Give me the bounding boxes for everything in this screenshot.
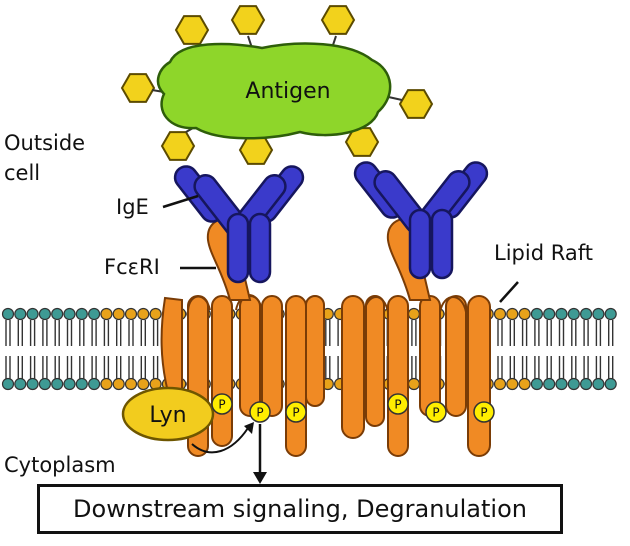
epitope-hexagon [344, 127, 380, 157]
epitope-hexagon [238, 135, 274, 165]
phosphate-group: P [285, 401, 307, 423]
lipid-molecule [112, 307, 125, 391]
lipid-molecule [592, 307, 605, 391]
lipid-molecule [567, 307, 580, 391]
phosphate-group: P [387, 393, 409, 415]
phosphate-label: P [256, 406, 263, 420]
lipid-molecule [518, 307, 531, 391]
lipid-molecule [579, 307, 593, 391]
lipid-molecule [543, 307, 556, 391]
lipid-molecule [493, 307, 507, 391]
signal-arrowhead [253, 472, 267, 484]
lipid-molecule [321, 307, 334, 391]
antigen-epitopes [120, 5, 434, 165]
lipid-molecule [1, 307, 15, 391]
outside-cell-label-line2: cell [4, 161, 41, 185]
lipid-molecule [14, 307, 27, 391]
lyn-kinase [121, 386, 215, 442]
lipid-molecule [506, 307, 519, 391]
lipid-molecule [124, 307, 138, 391]
epitope-hexagon [398, 89, 434, 119]
lipid-molecule [407, 307, 420, 391]
phosphate-label: P [394, 398, 401, 412]
phosphorylation-arrowhead [244, 422, 254, 434]
phosphate-label: P [432, 406, 439, 420]
phosphate-label: P [480, 406, 487, 420]
lipid-molecule [137, 307, 150, 391]
lyn-label: Lyn [149, 403, 186, 428]
cytoplasm-label: Cytoplasm [4, 453, 116, 477]
ige-leader-line [162, 194, 199, 209]
epitope-hexagon [230, 5, 266, 35]
lipid-molecule [51, 307, 64, 391]
lipid-molecule [63, 307, 76, 391]
epitope-hexagon [120, 73, 156, 103]
ige-label: IgE [116, 195, 149, 219]
downstream-signaling-label: Downstream signaling, Degranulation [73, 495, 527, 523]
lipid-molecule [75, 307, 88, 391]
lipid-raft-leader-line [499, 281, 519, 303]
phosphate-group: P [211, 393, 233, 415]
fceri-label: FcεRI [104, 255, 160, 279]
lipid-molecule [38, 307, 52, 391]
ige-antibody-left [173, 165, 305, 284]
outside-cell-label-line1: Outside [4, 131, 86, 155]
lipid-molecule [149, 307, 162, 391]
phosphate-group: P [249, 401, 271, 423]
ige-antibody-right [353, 161, 489, 280]
lipid-molecule [604, 307, 617, 391]
lipid-molecule [26, 307, 39, 391]
epitope-hexagon [320, 5, 356, 35]
lipid-raft-label: Lipid Raft [494, 241, 593, 265]
phosphorylation-arrow [191, 427, 249, 454]
receptor-right [341, 295, 491, 457]
lipid-molecule [555, 307, 568, 391]
antigen-blob [156, 42, 392, 140]
downstream-signaling-box: Downstream signaling, Degranulation [37, 484, 563, 534]
phosphate-group: P [473, 401, 495, 423]
lipid-molecule [87, 307, 101, 391]
antigen-label: Antigen [245, 79, 330, 104]
epitope-hexagon [174, 15, 210, 45]
lipid-molecule [530, 307, 544, 391]
lipid-molecule [100, 307, 113, 391]
phosphate-group: P [425, 401, 447, 423]
phosphate-label: P [218, 398, 225, 412]
phosphate-label: P [292, 406, 299, 420]
epitope-hexagon [160, 131, 196, 161]
